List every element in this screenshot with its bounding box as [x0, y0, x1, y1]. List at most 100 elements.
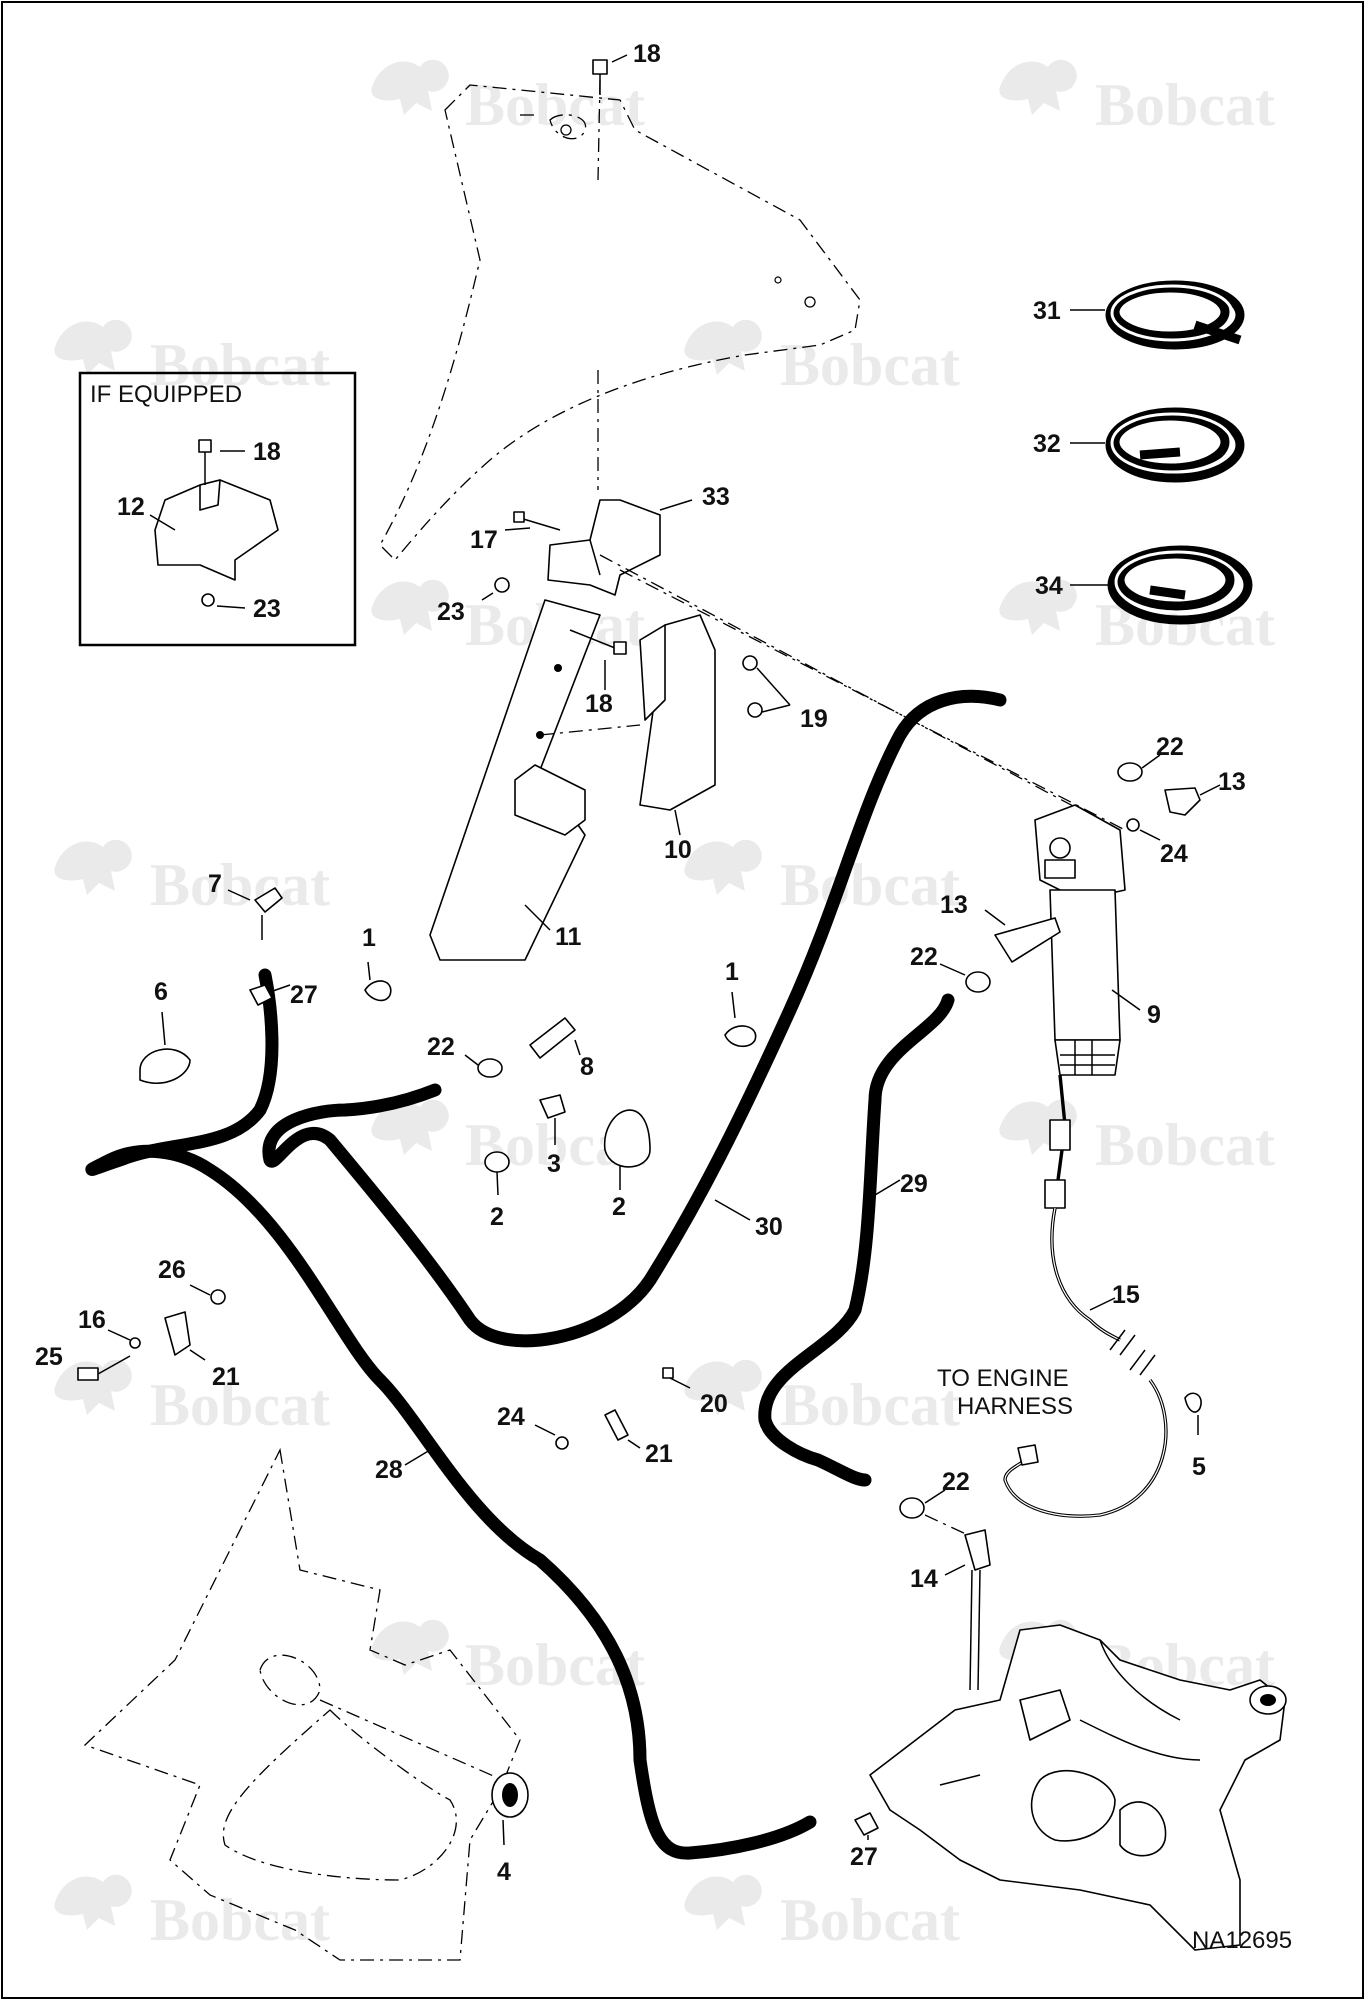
svg-text:Bobcat: Bobcat	[150, 332, 330, 398]
callout-5: 5	[1192, 1453, 1206, 1481]
callout-34: 34	[1035, 572, 1063, 600]
callout-30: 30	[755, 1213, 783, 1241]
callout-32: 32	[1033, 430, 1061, 458]
callout-6: 6	[154, 978, 168, 1006]
hose-coil-31	[1105, 280, 1245, 350]
callout-18: 18	[585, 690, 613, 718]
callout-18-top: 18	[633, 40, 661, 68]
callout-27-b: 27	[850, 1843, 878, 1871]
callout-10: 10	[664, 836, 692, 864]
svg-text:Bobcat: Bobcat	[780, 332, 960, 398]
watermark-logo: Bobcat	[684, 319, 960, 398]
bolt-18	[569, 629, 627, 655]
callout-16: 16	[78, 1306, 106, 1334]
drawing-number: NA12695	[1192, 1927, 1292, 1954]
callout-28: 28	[375, 1456, 403, 1484]
watermark-logo: Bobcat	[54, 1359, 330, 1438]
lower-left-panel	[83, 1447, 521, 1961]
svg-text:Bobcat: Bobcat	[465, 72, 645, 138]
hose-coil-34	[1107, 545, 1253, 625]
clamp-6	[139, 1048, 191, 1085]
callout-22-b: 22	[910, 943, 938, 971]
engine-harness-note-line1: TO ENGINE	[937, 1365, 1069, 1392]
bracket-11	[429, 599, 641, 961]
callout-26: 26	[158, 1256, 186, 1284]
upper-mount-panel	[379, 79, 861, 561]
callout-1-b: 1	[725, 958, 739, 986]
clamp-1-left	[364, 980, 392, 1002]
watermark-logo: Bobcat	[684, 1874, 960, 1953]
svg-text:Bobcat: Bobcat	[1095, 72, 1275, 138]
watermark-logo: Bobcat	[371, 579, 645, 658]
check-valve-8	[529, 1017, 576, 1059]
callout-18-inset: 18	[253, 438, 281, 466]
nut-23	[494, 577, 510, 593]
svg-text:Bobcat: Bobcat	[150, 852, 330, 918]
clamp-3	[539, 1094, 566, 1119]
clamp-27-upper	[249, 984, 273, 1006]
clamp-22-lower	[899, 1497, 925, 1519]
callout-21-b: 21	[645, 1440, 673, 1468]
watermark-logo: Bobcat	[684, 1359, 960, 1438]
svg-text:Bobcat: Bobcat	[780, 852, 960, 918]
watermark-logo: Bobcat	[54, 1874, 330, 1953]
callout-9: 9	[1147, 1001, 1161, 1029]
callout-22-c: 22	[427, 1033, 455, 1061]
elbow-fitting-13-lower	[994, 917, 1061, 963]
callout-1-a: 1	[362, 924, 376, 952]
svg-text:Bobcat: Bobcat	[780, 1887, 960, 1953]
clamp-5	[1184, 1392, 1202, 1413]
clamp-27-lower	[854, 1812, 879, 1836]
fuel-tank	[869, 1624, 1287, 1951]
callout-19: 19	[800, 705, 828, 733]
nut-19	[747, 702, 763, 718]
hose-30	[262, 689, 1007, 1348]
watermark-logo: Bobcat	[54, 319, 330, 398]
clamp-2-right	[603, 1109, 651, 1168]
callout-2-a: 2	[490, 1203, 504, 1231]
watermark-logo: Bobcat	[684, 839, 960, 918]
callout-24-b: 24	[497, 1403, 525, 1431]
callout-12: 12	[117, 493, 145, 521]
elbow-fitting-13-upper	[1164, 787, 1201, 816]
svg-text:Bobcat: Bobcat	[1095, 1112, 1275, 1178]
callout-8: 8	[580, 1053, 594, 1081]
sensor-wire-15	[1003, 1119, 1168, 1518]
callout-2-b: 2	[612, 1193, 626, 1221]
inset-title: IF EQUIPPED	[90, 381, 242, 408]
callout-7: 7	[208, 870, 222, 898]
callout-22-d: 22	[942, 1468, 970, 1496]
nut-24-upper	[1126, 818, 1140, 832]
bracket-10	[639, 614, 716, 811]
svg-text:Bobcat: Bobcat	[150, 1372, 330, 1438]
engine-harness-note-line2: HARNESS	[957, 1393, 1073, 1420]
callout-15: 15	[1112, 1281, 1140, 1309]
callout-13-a: 13	[1218, 768, 1246, 796]
callout-29: 29	[900, 1170, 928, 1198]
svg-text:Bobcat: Bobcat	[150, 1887, 330, 1953]
callout-11: 11	[555, 923, 582, 951]
callout-23: 23	[437, 598, 465, 626]
hose-29	[758, 993, 955, 1487]
bracket-33	[513, 499, 661, 596]
clip-assembly-21-mid	[555, 1367, 691, 1450]
watermark-logo: Bobcat	[371, 59, 645, 138]
elbow-fitting-14	[964, 1529, 991, 1691]
callout-14: 14	[910, 1565, 938, 1593]
callout-33: 33	[702, 483, 730, 511]
clip-assembly-21-left	[77, 1289, 226, 1381]
callout-3: 3	[547, 1150, 561, 1178]
grommet-4	[491, 1772, 529, 1818]
callout-21-a: 21	[212, 1363, 240, 1391]
bolt-18-top	[592, 59, 608, 95]
watermark-logo: Bobcat	[54, 839, 330, 918]
callout-4: 4	[497, 1858, 511, 1886]
callout-24-a: 24	[1160, 840, 1188, 868]
svg-text:Bobcat: Bobcat	[780, 1372, 960, 1438]
clamp-22-mid	[477, 1058, 503, 1078]
callout-13-b: 13	[940, 891, 968, 919]
hose-28	[85, 968, 817, 1860]
fuel-filter-9	[1034, 804, 1126, 1126]
